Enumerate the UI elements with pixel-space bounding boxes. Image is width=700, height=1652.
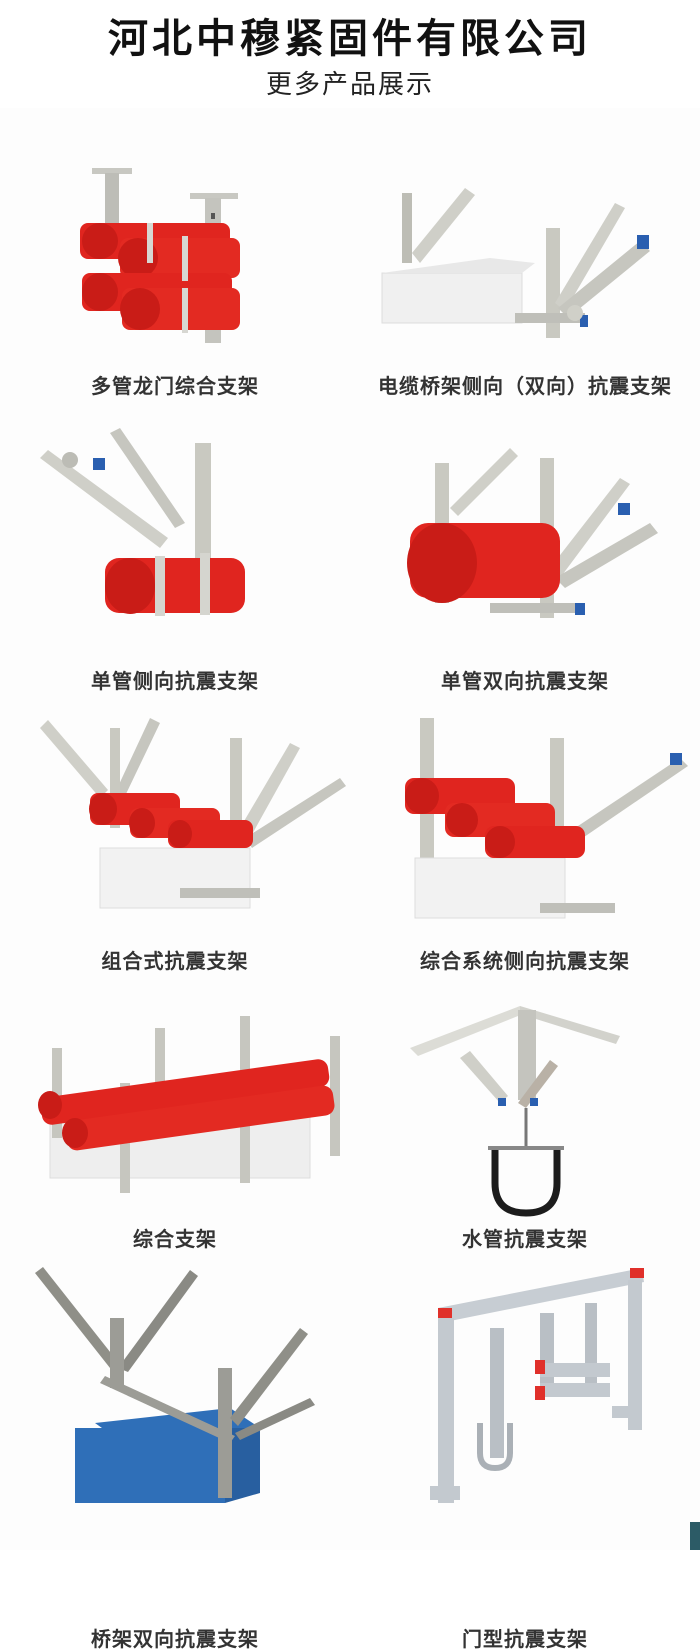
product-caption: 单管双向抗震支架 [441, 669, 609, 693]
single-pipe-lateral-seismic-support-image [40, 428, 245, 616]
tray-bidirectional-seismic-support-image [35, 1267, 315, 1503]
edge-fragment [690, 1522, 700, 1550]
section-subtitle: 更多产品展示 [265, 70, 434, 100]
product-caption: 综合系统侧向抗震支架 [420, 949, 630, 973]
single-pipe-bidirectional-seismic-support-image [407, 448, 658, 618]
product-caption: 水管抗震支架 [462, 1227, 588, 1251]
combined-seismic-support-image [40, 718, 346, 909]
water-pipe-seismic-support-image [410, 1006, 620, 1217]
cable-tray-seismic-support-image [381, 188, 650, 338]
company-name: 河北中穆紧固件有限公司 [108, 16, 592, 62]
product-gallery: 多管龙门综合支架 电缆桥架侧向（双向）抗震支架 [0, 108, 700, 1651]
integrated-system-lateral-seismic-support-image [405, 718, 688, 919]
product-caption: 多管龙门综合支架 [91, 374, 259, 398]
product-caption: 桥架双向抗震支架 [91, 1627, 259, 1651]
multi-pipe-gantry-support-image [80, 168, 240, 343]
product-caption: 单管侧向抗震支架 [91, 669, 259, 693]
portal-seismic-support-image [430, 1268, 644, 1503]
integrated-support-image [38, 1016, 340, 1193]
page-header: 河北中穆紧固件有限公司 更多产品展示 [0, 0, 700, 108]
product-caption: 电缆桥架侧向（双向）抗震支架 [378, 374, 672, 398]
product-caption: 组合式抗震支架 [101, 949, 249, 973]
product-caption: 综合支架 [133, 1227, 217, 1251]
product-caption: 门型抗震支架 [462, 1627, 588, 1651]
